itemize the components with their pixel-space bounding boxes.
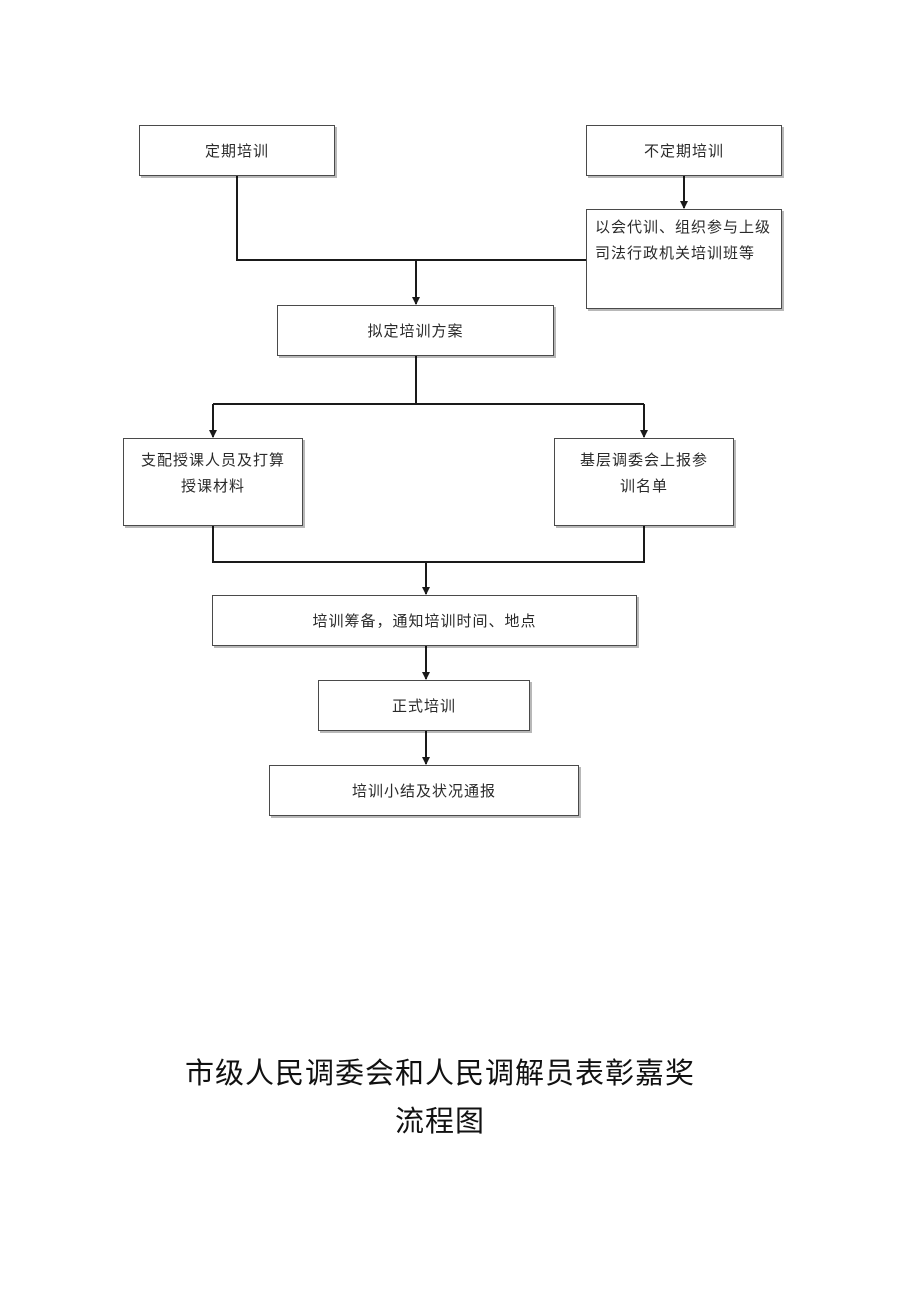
connector-regular-merge [236,176,586,261]
node-regular-training: 定期培训 [139,125,335,176]
node-formal-training: 正式培训 [318,680,530,731]
caption-title-line2: 流程图 [394,1104,485,1138]
caption-title-line1: 市级人民调委会和人民调解员表彰嘉奖 [184,1056,695,1090]
node-irregular-training: 不定期培训 [586,125,782,176]
node-summary: 培训小结及状况通报 [269,765,579,816]
node-preparation: 培训筹备，通知培训时间、地点 [212,595,637,646]
node-meeting-training: 以会代训、组织参与上级司法行政机关培训班等 [586,209,782,309]
node-assign-lecturers: 支配授课人员及打算授课材料 [123,438,303,526]
node-report-list: 基层调委会上报参训名单 [554,438,734,526]
node-draft-plan: 拟定培训方案 [277,305,554,356]
connector-join [212,526,645,563]
